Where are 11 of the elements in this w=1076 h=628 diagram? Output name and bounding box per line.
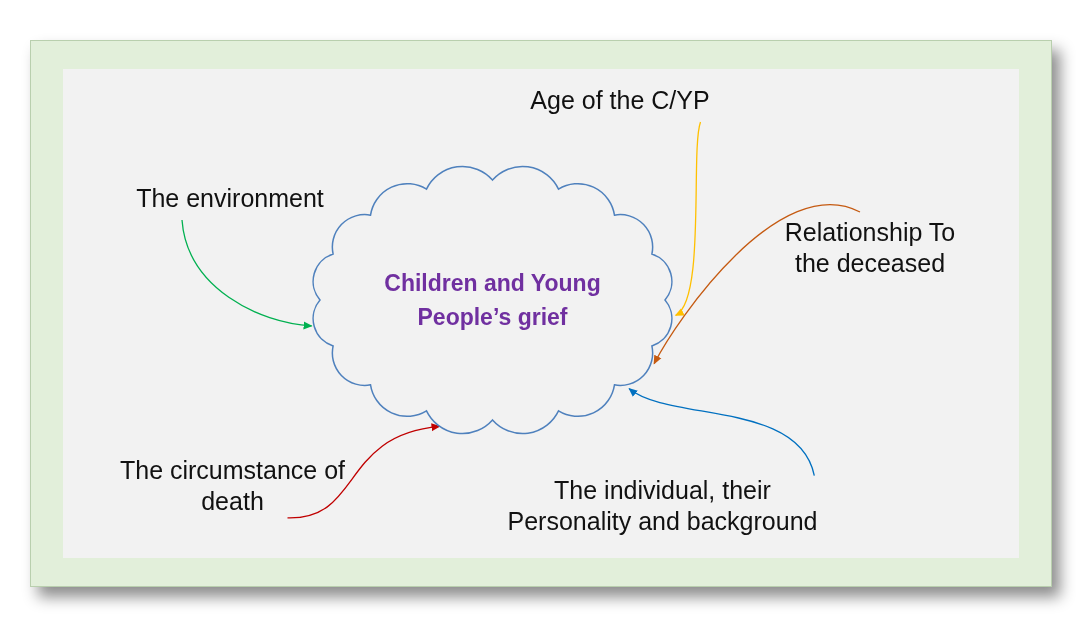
curved-arrow — [675, 121, 702, 317]
factor-label: The individual, their Personality and background — [506, 474, 819, 537]
factor-label: The environment — [136, 183, 324, 215]
factor-label: The circumstance of death — [118, 454, 347, 517]
curved-arrow — [181, 219, 313, 330]
cloud-title: Children and Young People’s grief — [383, 268, 602, 332]
factor-label: Age of the C/YP — [530, 85, 710, 117]
factor-label: Relationship To the deceased — [783, 216, 957, 279]
curved-arrow — [628, 388, 815, 477]
curved-arrow — [286, 423, 441, 519]
curved-arrow — [653, 204, 861, 365]
